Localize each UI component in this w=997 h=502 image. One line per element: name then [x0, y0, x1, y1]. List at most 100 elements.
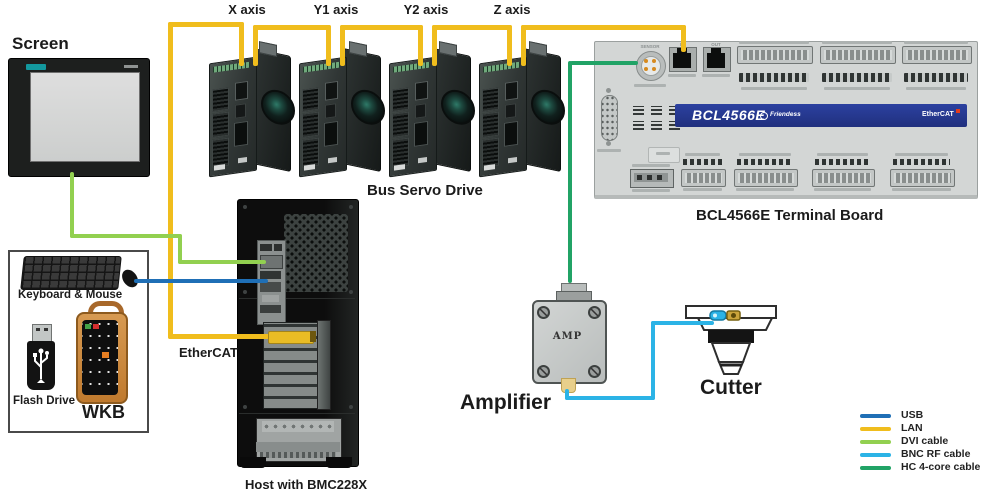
drive-label-sticker	[238, 157, 247, 164]
io-terminal-strip	[737, 46, 813, 64]
screen-model-text	[124, 65, 138, 68]
usb-trident-icon	[33, 348, 49, 383]
psu-coils	[262, 421, 334, 432]
micro-text	[824, 87, 890, 90]
micro-text	[597, 149, 621, 152]
led-row	[815, 159, 870, 165]
terminal-screw-row	[904, 73, 968, 82]
rj45-out-label: OUT	[711, 42, 721, 47]
legend-label-hc: HC 4-core cable	[901, 461, 981, 473]
db15-connector	[601, 95, 618, 141]
expansion-card	[317, 320, 331, 410]
drive-port	[325, 103, 336, 119]
amp-text: AMP	[552, 331, 583, 342]
drive-port	[235, 103, 246, 119]
servo-drive-x-axis	[207, 41, 295, 178]
y2-axis-label: Y2 axis	[403, 2, 449, 17]
terminal-slots	[816, 173, 871, 183]
screen-display	[30, 72, 140, 162]
host-label: Host with BMC228X	[245, 477, 368, 492]
drive-logo-strip	[213, 61, 250, 73]
legend-swatch-usb	[860, 413, 891, 418]
cable-lan-xaxis-in	[239, 22, 244, 66]
io-port	[260, 271, 281, 279]
flash-drive-label: Flash Drive	[13, 395, 75, 407]
tower-fan-grille	[284, 214, 348, 292]
cutter-head	[685, 305, 777, 375]
legend-row-dvi: DVI cable	[860, 436, 980, 446]
drive-front-panel	[479, 56, 527, 178]
led-indicator-cluster	[669, 121, 680, 130]
cable-lan-y2-out	[432, 25, 437, 66]
cable-lan-z-to-board	[521, 25, 686, 30]
cable-lan-host-vertical	[168, 22, 173, 339]
io-port	[260, 305, 281, 313]
legend-label-bnc: BNC RF cable	[901, 448, 971, 460]
cable-hc-sensor-run	[570, 61, 638, 65]
cable-dvi-run1	[70, 234, 182, 238]
legend-label-usb: USB	[901, 409, 924, 421]
fan-icon	[441, 86, 475, 128]
led-indicator-cluster	[651, 121, 662, 130]
drive-side-panel	[433, 47, 475, 173]
tower-screw	[349, 290, 353, 294]
amplifier-screw	[537, 306, 550, 319]
micro-text	[656, 152, 670, 155]
cable-lan-y1-in	[326, 25, 331, 66]
wkb-keypad	[82, 320, 118, 395]
cable-lan-x-to-y1	[253, 25, 331, 30]
legend-swatch-dvi	[860, 439, 891, 444]
y1-axis-label: Y1 axis	[313, 2, 359, 17]
keyboard-mouse-label: Keyboard & Mouse	[18, 289, 123, 301]
fan-icon	[531, 86, 565, 128]
micro-text	[632, 189, 670, 192]
drive-label-sticker	[304, 164, 315, 171]
power-pin	[647, 175, 652, 180]
amplifier-screw	[537, 365, 550, 378]
terminal-slots	[685, 173, 722, 183]
cable-bnc-bottom-run	[565, 396, 655, 400]
tower-screw	[349, 405, 353, 409]
board-model-text: BCL4566E	[692, 107, 766, 123]
drive-front-panel	[389, 56, 437, 178]
terminal-slots	[894, 173, 951, 183]
ethercat-cable-label: EtherCAT	[179, 345, 238, 360]
drive-connector	[302, 137, 319, 168]
drive-label-sticker	[328, 157, 337, 164]
drive-port	[324, 120, 338, 147]
drive-port	[234, 120, 248, 147]
db15-screw	[606, 88, 611, 93]
micro-text	[685, 153, 720, 156]
friendess-logo-icon	[760, 112, 768, 120]
cable-lan-ethercat-run	[168, 334, 270, 339]
ethercat-badge-text: EtherCAT	[922, 111, 954, 118]
tower-seam	[239, 298, 355, 299]
legend-swatch-hc	[860, 465, 891, 470]
cable-dvi-screen-drop	[70, 172, 74, 238]
sensor-pin	[644, 67, 648, 71]
terminal-board-caption: BCL4566E Terminal Board	[696, 207, 884, 224]
power-pin	[637, 175, 642, 180]
io-terminal-strip	[902, 46, 972, 64]
cable-lan-z-out	[521, 25, 526, 66]
cable-lan-board-drop	[681, 25, 686, 52]
micro-text	[814, 188, 871, 191]
led-row	[893, 159, 950, 165]
led-row	[683, 159, 722, 165]
drive-port	[235, 80, 248, 101]
wkb-handle	[88, 301, 124, 321]
terminal-slots	[824, 50, 892, 60]
output-terminal-strip	[890, 169, 955, 187]
drive-logo-strip	[303, 61, 340, 73]
io-terminal-strip	[820, 46, 896, 64]
ethercat-plug-tip	[310, 331, 316, 342]
drive-port	[415, 103, 426, 119]
board-info-box	[648, 147, 680, 163]
led-indicator-cluster	[669, 106, 680, 115]
drive-port	[504, 120, 518, 147]
rj45-out-tab	[711, 48, 721, 53]
cable-lan-y2-to-z	[432, 25, 512, 30]
psu-band	[256, 442, 340, 452]
led-indicator-cluster	[651, 106, 662, 115]
tower-screw	[349, 205, 353, 209]
